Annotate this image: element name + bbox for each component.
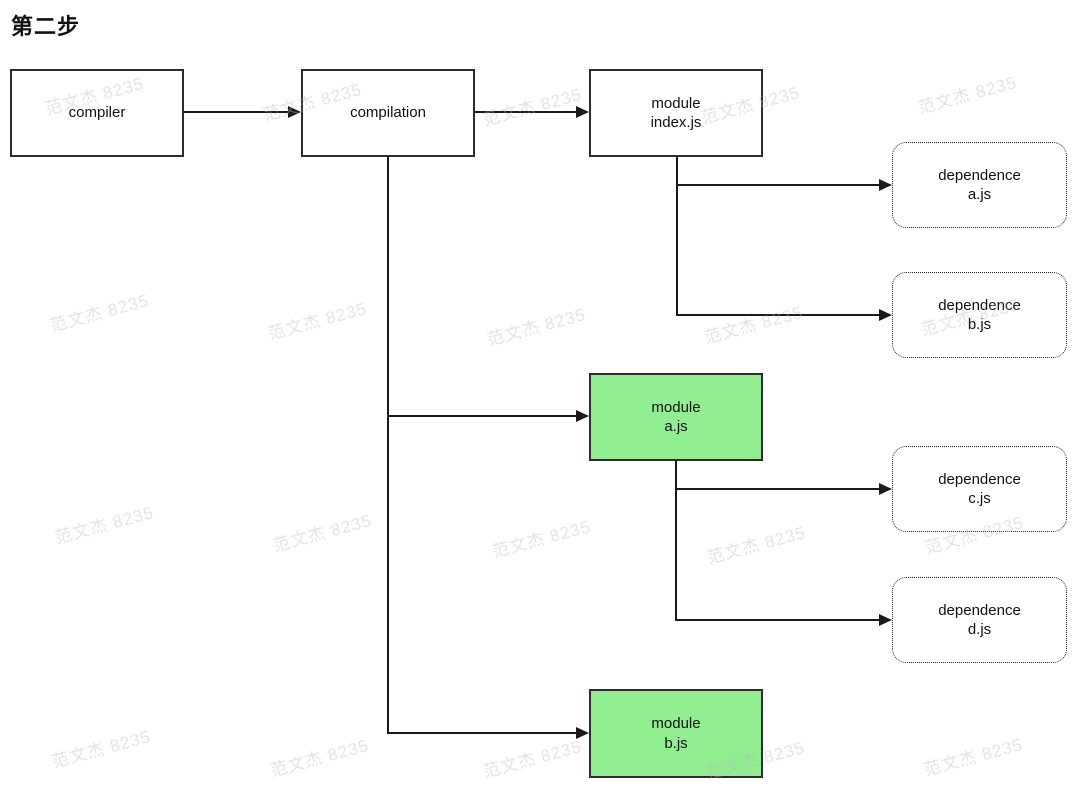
node-module-b: module b.js	[589, 689, 763, 778]
node-compiler: compiler	[10, 69, 184, 157]
arrowhead-dependence-d	[879, 614, 892, 626]
node-dependence-d-line1: dependence	[938, 601, 1021, 619]
node-dependence-b-line1: dependence	[938, 296, 1021, 314]
node-dependence-d: dependence d.js	[892, 577, 1067, 663]
arrowhead-module-b	[576, 727, 589, 739]
node-dependence-a-line1: dependence	[938, 166, 1021, 184]
node-dependence-a-line2: a.js	[967, 186, 992, 203]
node-dependence-c-line2: c.js	[968, 490, 991, 507]
node-dependence-d-line2: d.js	[967, 621, 992, 638]
arrowhead-dependence-a	[879, 179, 892, 191]
watermark-text: 范文杰 8235	[922, 734, 1026, 780]
arrowhead-module-a	[576, 410, 589, 422]
connector-to-dependence-a	[676, 184, 880, 186]
node-dependence-b: dependence b.js	[892, 272, 1067, 358]
arrowhead-dependence-b	[879, 309, 892, 321]
node-dependence-c-line1: dependence	[938, 470, 1021, 488]
connector-to-module-b	[387, 732, 577, 734]
arrowhead-module-index	[576, 106, 589, 118]
watermark-text: 范文杰 8235	[490, 516, 594, 562]
node-module-a: module a.js	[589, 373, 763, 461]
arrowhead-dependence-c	[879, 483, 892, 495]
watermark-text: 范文杰 8235	[485, 304, 589, 350]
node-module-a-line1: module	[651, 398, 701, 416]
connector-module-a-trunk	[675, 461, 677, 621]
node-dependence-b-line2: b.js	[967, 316, 992, 333]
watermark-text: 范文杰 8235	[48, 290, 152, 336]
node-dependence-c: dependence c.js	[892, 446, 1067, 532]
watermark-text: 范文杰 8235	[705, 522, 809, 568]
connector-to-dependence-d	[675, 619, 880, 621]
page-title: 第二步	[11, 14, 81, 39]
node-module-index: module index.js	[589, 69, 763, 157]
watermark-text: 范文杰 8235	[271, 510, 375, 556]
node-compilation: compilation	[301, 69, 475, 157]
connector-to-dependence-c	[675, 488, 880, 490]
watermark-text: 范文杰 8235	[481, 84, 585, 130]
node-module-index-line1: module	[651, 94, 701, 112]
watermark-text: 范文杰 8235	[481, 736, 585, 782]
node-module-a-line2: a.js	[664, 418, 688, 435]
node-compiler-label: compiler	[68, 104, 126, 122]
watermark-text: 范文杰 8235	[50, 726, 154, 772]
node-module-index-line2: index.js	[650, 114, 702, 131]
watermark-text: 范文杰 8235	[53, 502, 157, 548]
node-dependence-a: dependence a.js	[892, 142, 1067, 228]
connector-compiler-compilation	[184, 111, 291, 113]
watermark-text: 范文杰 8235	[266, 298, 370, 344]
node-module-b-line1: module	[651, 715, 701, 732]
connector-compilation-trunk	[387, 157, 389, 734]
arrowhead-compilation	[288, 106, 301, 118]
node-module-b-line2: b.js	[664, 734, 688, 752]
connector-to-module-a	[387, 415, 577, 417]
watermark-text: 范文杰 8235	[702, 302, 806, 348]
connector-to-dependence-b	[676, 314, 880, 316]
watermark-text: 范文杰 8235	[268, 735, 372, 781]
connector-compilation-module-index	[475, 111, 579, 113]
connector-module-index-trunk	[676, 157, 678, 316]
watermark-text: 范文杰 8235	[916, 72, 1020, 118]
node-compilation-label: compilation	[350, 104, 426, 122]
